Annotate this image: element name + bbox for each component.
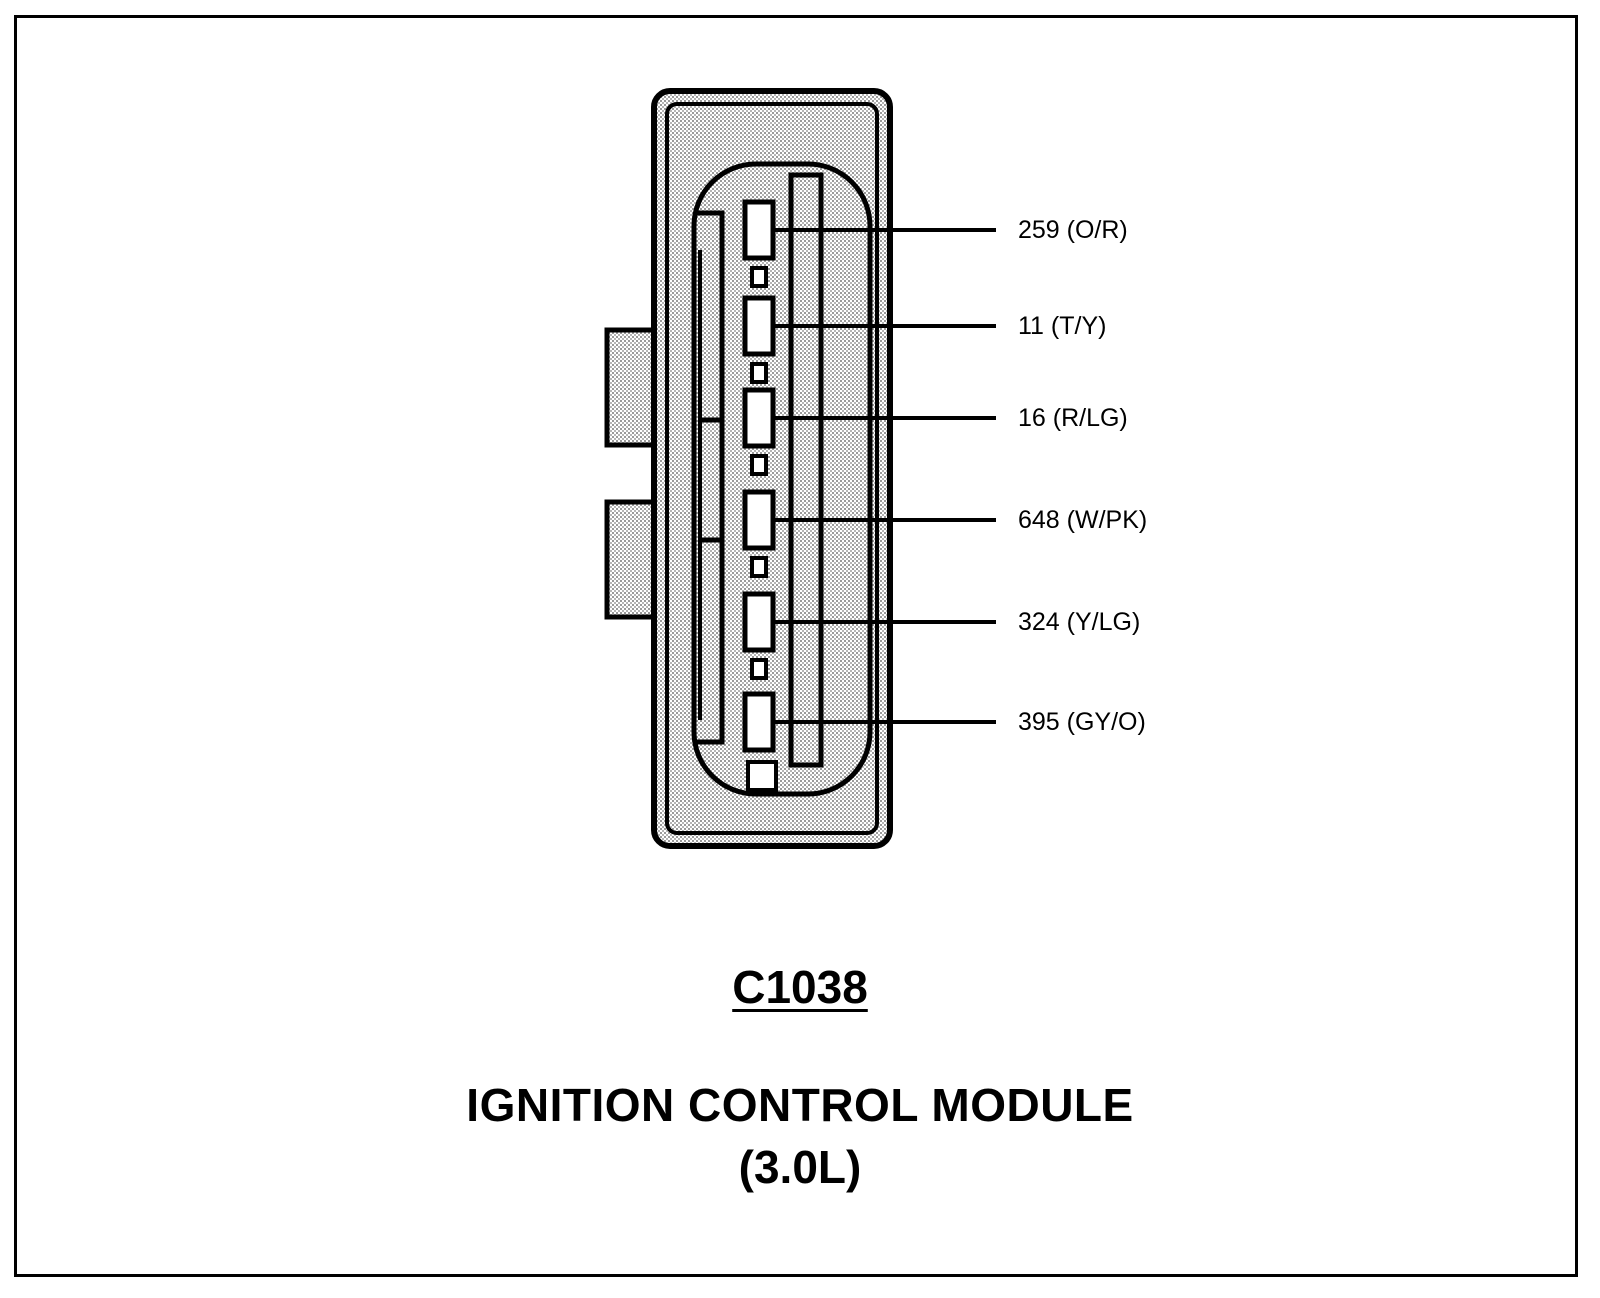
pin-label-259: 259 (O/R) [1018,216,1128,244]
pin-terminal-324 [742,591,996,680]
pin-terminal-11 [742,295,996,384]
pin-terminal-16 [742,387,996,476]
connector-id: C1038 [732,961,868,1013]
component-name: IGNITION CONTROL MODULE [466,1079,1134,1131]
pin-label-16: 16 (R/LG) [1018,404,1128,432]
pin-terminal-395 [742,691,996,753]
pin-label-11: 11 (T/Y) [1018,312,1107,340]
pin-cavity-housing [691,161,873,797]
pin-label-648: 648 (W/PK) [1018,506,1148,534]
pin-label-395: 395 (GY/O) [1018,708,1146,736]
pin-label-324: 324 (Y/LG) [1018,608,1141,636]
pin-terminal-259 [742,199,996,288]
component-variant: (3.0L) [738,1141,862,1193]
pin-terminals [742,199,996,753]
pin-terminal-648 [742,489,996,578]
